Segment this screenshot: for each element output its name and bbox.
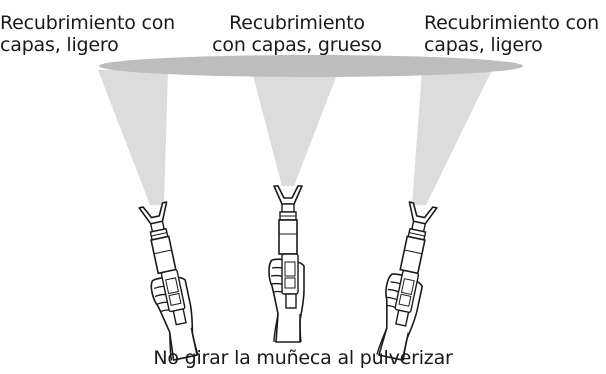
spray-cone-left — [98, 70, 168, 205]
label-center-line2: con capas, grueso — [212, 34, 382, 56]
spray-cone-right — [412, 70, 492, 205]
spray-cone-center — [252, 72, 338, 186]
label-center: Recubrimiento con capas, grueso — [212, 12, 382, 56]
caption: No girar la muñeca al pulverizar — [153, 347, 453, 369]
coating-layer — [99, 55, 523, 77]
spray-gun-center-icon — [268, 185, 305, 343]
label-left-line1: Recubrimiento con — [0, 12, 176, 34]
spray-gun-right-icon — [371, 200, 440, 362]
label-left: Recubrimiento con capas, ligero — [0, 12, 175, 56]
label-right: Recubrimiento con capas, ligero — [424, 12, 599, 56]
label-left-line2: capas, ligero — [0, 34, 119, 56]
label-center-line1: Recubrimiento — [229, 12, 365, 34]
label-right-line1: Recubrimiento con — [424, 12, 600, 34]
label-right-line2: capas, ligero — [424, 34, 543, 56]
spray-gun-left-icon — [133, 200, 202, 363]
